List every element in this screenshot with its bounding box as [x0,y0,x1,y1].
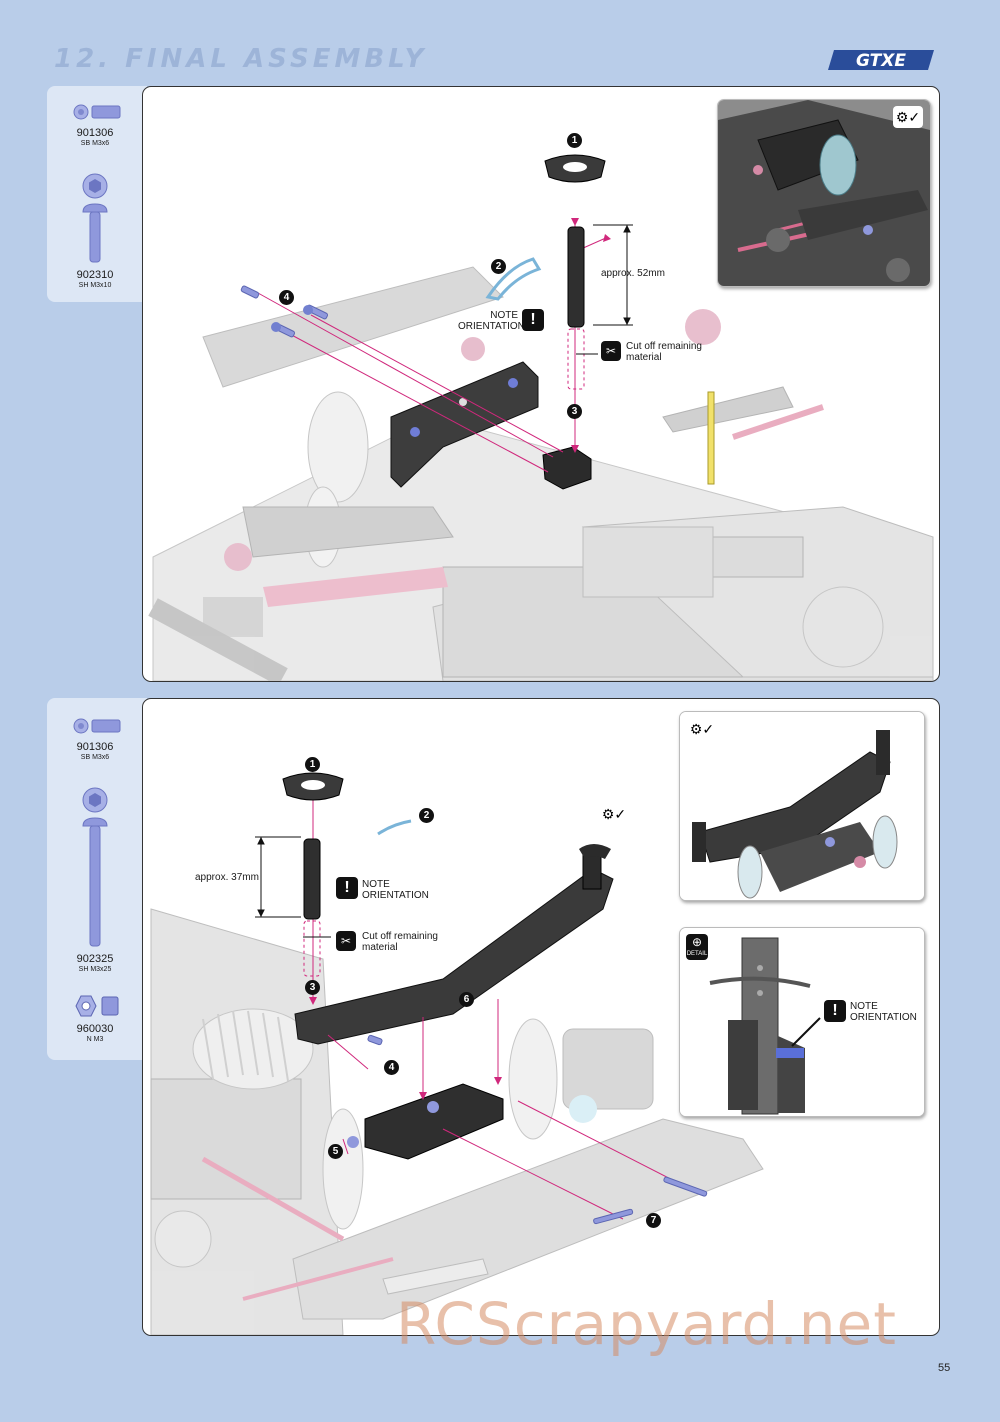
callout-3: 3 [567,404,582,419]
watermark: RCScrapyard.net [396,1290,897,1358]
cut-off-label: Cut off remaining material [362,931,438,953]
detail-inset-step2-top: ⚙✓ [679,711,925,901]
exclamation-icon: ! [336,877,358,899]
parts-panel-step2: 901306 SB M3x6 902325 SH M3x25 960030 N … [47,698,147,1060]
part-number: 901306 [76,127,114,139]
detail-photo-step2-top [680,712,924,900]
short-screw-icon [73,718,121,734]
detail-magnifier-icon: ⊕DETAIL [686,934,708,960]
callout-5: 5 [328,1144,343,1159]
part-number: 901306 [76,741,114,753]
setup-gear-icon: ⚙✓ [601,806,627,822]
part-spec: SB M3x6 [80,140,110,147]
part-spec: SB M3x6 [80,754,110,761]
cutter-icon: ✂ [336,931,356,951]
note-orientation-label: NOTE ORIENTATION [362,879,429,901]
exclamation-icon: ! [824,1000,846,1022]
detail-label: DETAIL [686,951,708,957]
part-item: 901306 SB M3x6 [47,102,143,148]
detail-photo-step1 [718,100,930,286]
callout-2: 2 [419,808,434,823]
page-title: 12. FINAL ASSEMBLY [54,44,428,74]
callout-3: 3 [305,980,320,995]
nut-icon [75,995,119,1017]
setup-gear-icon: ⚙✓ [893,106,923,128]
button-head-screw-icon [82,173,108,263]
gtxe-logo: GTXE [828,50,934,71]
callout-2: 2 [491,259,506,274]
note-orientation-label: NOTE ORIENTATION [458,310,525,332]
part-item: 902310 SH M3x10 [47,172,143,290]
part-number: 902310 [76,269,114,281]
detail-inset-step1: ⚙✓ [717,99,931,287]
measurement-label: approx. 37mm [195,872,259,883]
exclamation-icon: ! [522,309,544,331]
part-spec: SH M3x10 [78,282,112,289]
cutter-icon: ✂ [601,341,621,361]
callout-1: 1 [567,133,582,148]
page-number: 55 [938,1362,951,1374]
part-number: 960030 [76,1023,114,1035]
callout-7: 7 [646,1213,661,1228]
callout-4: 4 [279,290,294,305]
short-screw-icon [73,104,121,120]
step2-assembly-box: 1 2 3 4 5 6 7 approx. 37mm ! NOTE ORIENT… [142,698,940,1336]
setup-gear-icon: ⚙✓ [689,721,715,737]
detail-inset-step2-bottom: ⊕DETAIL ! NOTE ORIENTATION [679,927,925,1117]
step1-assembly-box: 1 2 3 4 approx. 52mm NOTE ORIENTATION ! … [142,86,940,682]
detail-photo-step2-bottom [680,928,924,1116]
parts-panel-step1: 901306 SB M3x6 902310 SH M3x10 [47,86,147,302]
cut-off-label: Cut off remaining material [626,341,702,363]
part-spec: N M3 [86,1036,104,1043]
part-item: 902325 SH M3x25 [47,786,143,974]
logo-text: GTXE [856,51,906,71]
step1-illustration [148,154,934,681]
part-number: 902325 [76,953,114,965]
long-screw-icon [82,787,108,947]
callout-1: 1 [305,757,320,772]
part-spec: SH M3x25 [78,966,112,973]
callout-6: 6 [459,992,474,1007]
part-item: 901306 SB M3x6 [47,716,143,762]
part-item: 960030 N M3 [47,994,143,1044]
measurement-label: approx. 52mm [601,268,665,279]
callout-4: 4 [384,1060,399,1075]
detail-note-label: NOTE ORIENTATION [850,1001,917,1023]
step2-illustration [150,772,764,1335]
